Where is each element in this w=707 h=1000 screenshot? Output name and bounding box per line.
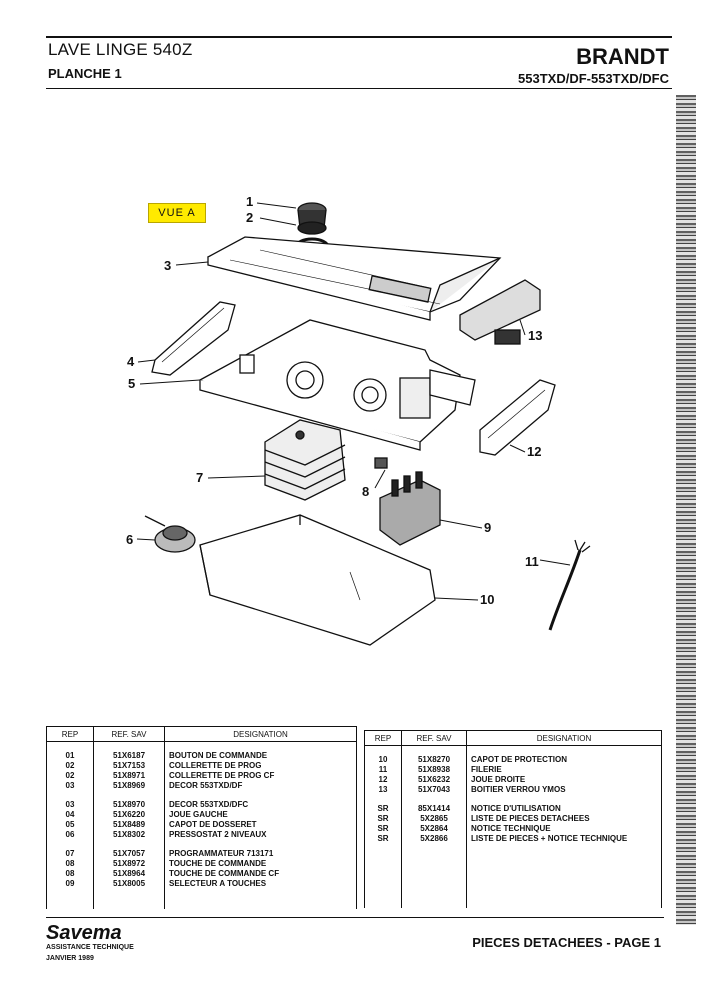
frame-body-part bbox=[198, 319, 476, 451]
protection-cover-part bbox=[199, 514, 436, 646]
callout-7: 7 bbox=[196, 470, 203, 485]
exploded-parts-diagram: 1 2 3 4 5 6 7 8 9 10 11 12 13 bbox=[126, 194, 591, 646]
control-panel-part bbox=[207, 236, 502, 321]
callout-10: 10 bbox=[480, 592, 494, 607]
pressure-switch-part bbox=[144, 515, 196, 553]
footer-rule bbox=[46, 917, 664, 918]
wiring-harness-part bbox=[548, 539, 591, 631]
left-cheek-part bbox=[151, 301, 236, 376]
header-rule-top bbox=[46, 36, 672, 38]
callout-4: 4 bbox=[127, 354, 135, 369]
callout-13: 13 bbox=[528, 328, 542, 343]
callout-11: 11 bbox=[525, 554, 539, 569]
programmer-part bbox=[264, 419, 346, 501]
callout-5: 5 bbox=[128, 376, 135, 391]
publisher-department: ASSISTANCE TECHNIQUE bbox=[46, 944, 134, 951]
document-title: LAVE LINGE 540Z bbox=[48, 40, 193, 59]
callout-6: 6 bbox=[126, 532, 133, 547]
col-header-rep: REP bbox=[364, 730, 402, 746]
col-header-ref: REF. SAV bbox=[401, 730, 467, 746]
callout-2: 2 bbox=[246, 210, 253, 225]
key-selector-part bbox=[374, 457, 441, 546]
publisher-logo-text: Savema bbox=[46, 922, 122, 944]
scan-edge-artifact bbox=[676, 95, 696, 925]
header-rule-bottom bbox=[46, 88, 672, 89]
callout-9: 9 bbox=[484, 520, 491, 535]
publication-date: JANVIER 1989 bbox=[46, 955, 94, 962]
callout-3: 3 bbox=[164, 258, 171, 273]
page-label: PIECES DETACHEES - PAGE 1 bbox=[472, 935, 661, 950]
callout-8: 8 bbox=[362, 484, 369, 499]
view-label-badge: VUE A bbox=[148, 203, 206, 223]
col-header-rep: REP bbox=[46, 726, 94, 742]
door-lock-part bbox=[459, 279, 541, 345]
plate-label: PLANCHE 1 bbox=[48, 66, 122, 81]
callout-12: 12 bbox=[527, 444, 541, 459]
col-header-ref: REF. SAV bbox=[93, 726, 165, 742]
right-cheek-part bbox=[479, 379, 556, 456]
col-header-designation: DESIGNATION bbox=[164, 726, 357, 742]
callout-1: 1 bbox=[246, 194, 253, 209]
model-numbers: 553TXD/DF-553TXD/DFC bbox=[518, 71, 669, 86]
brand-name: BRANDT bbox=[576, 44, 669, 69]
col-header-designation: DESIGNATION bbox=[466, 730, 662, 746]
